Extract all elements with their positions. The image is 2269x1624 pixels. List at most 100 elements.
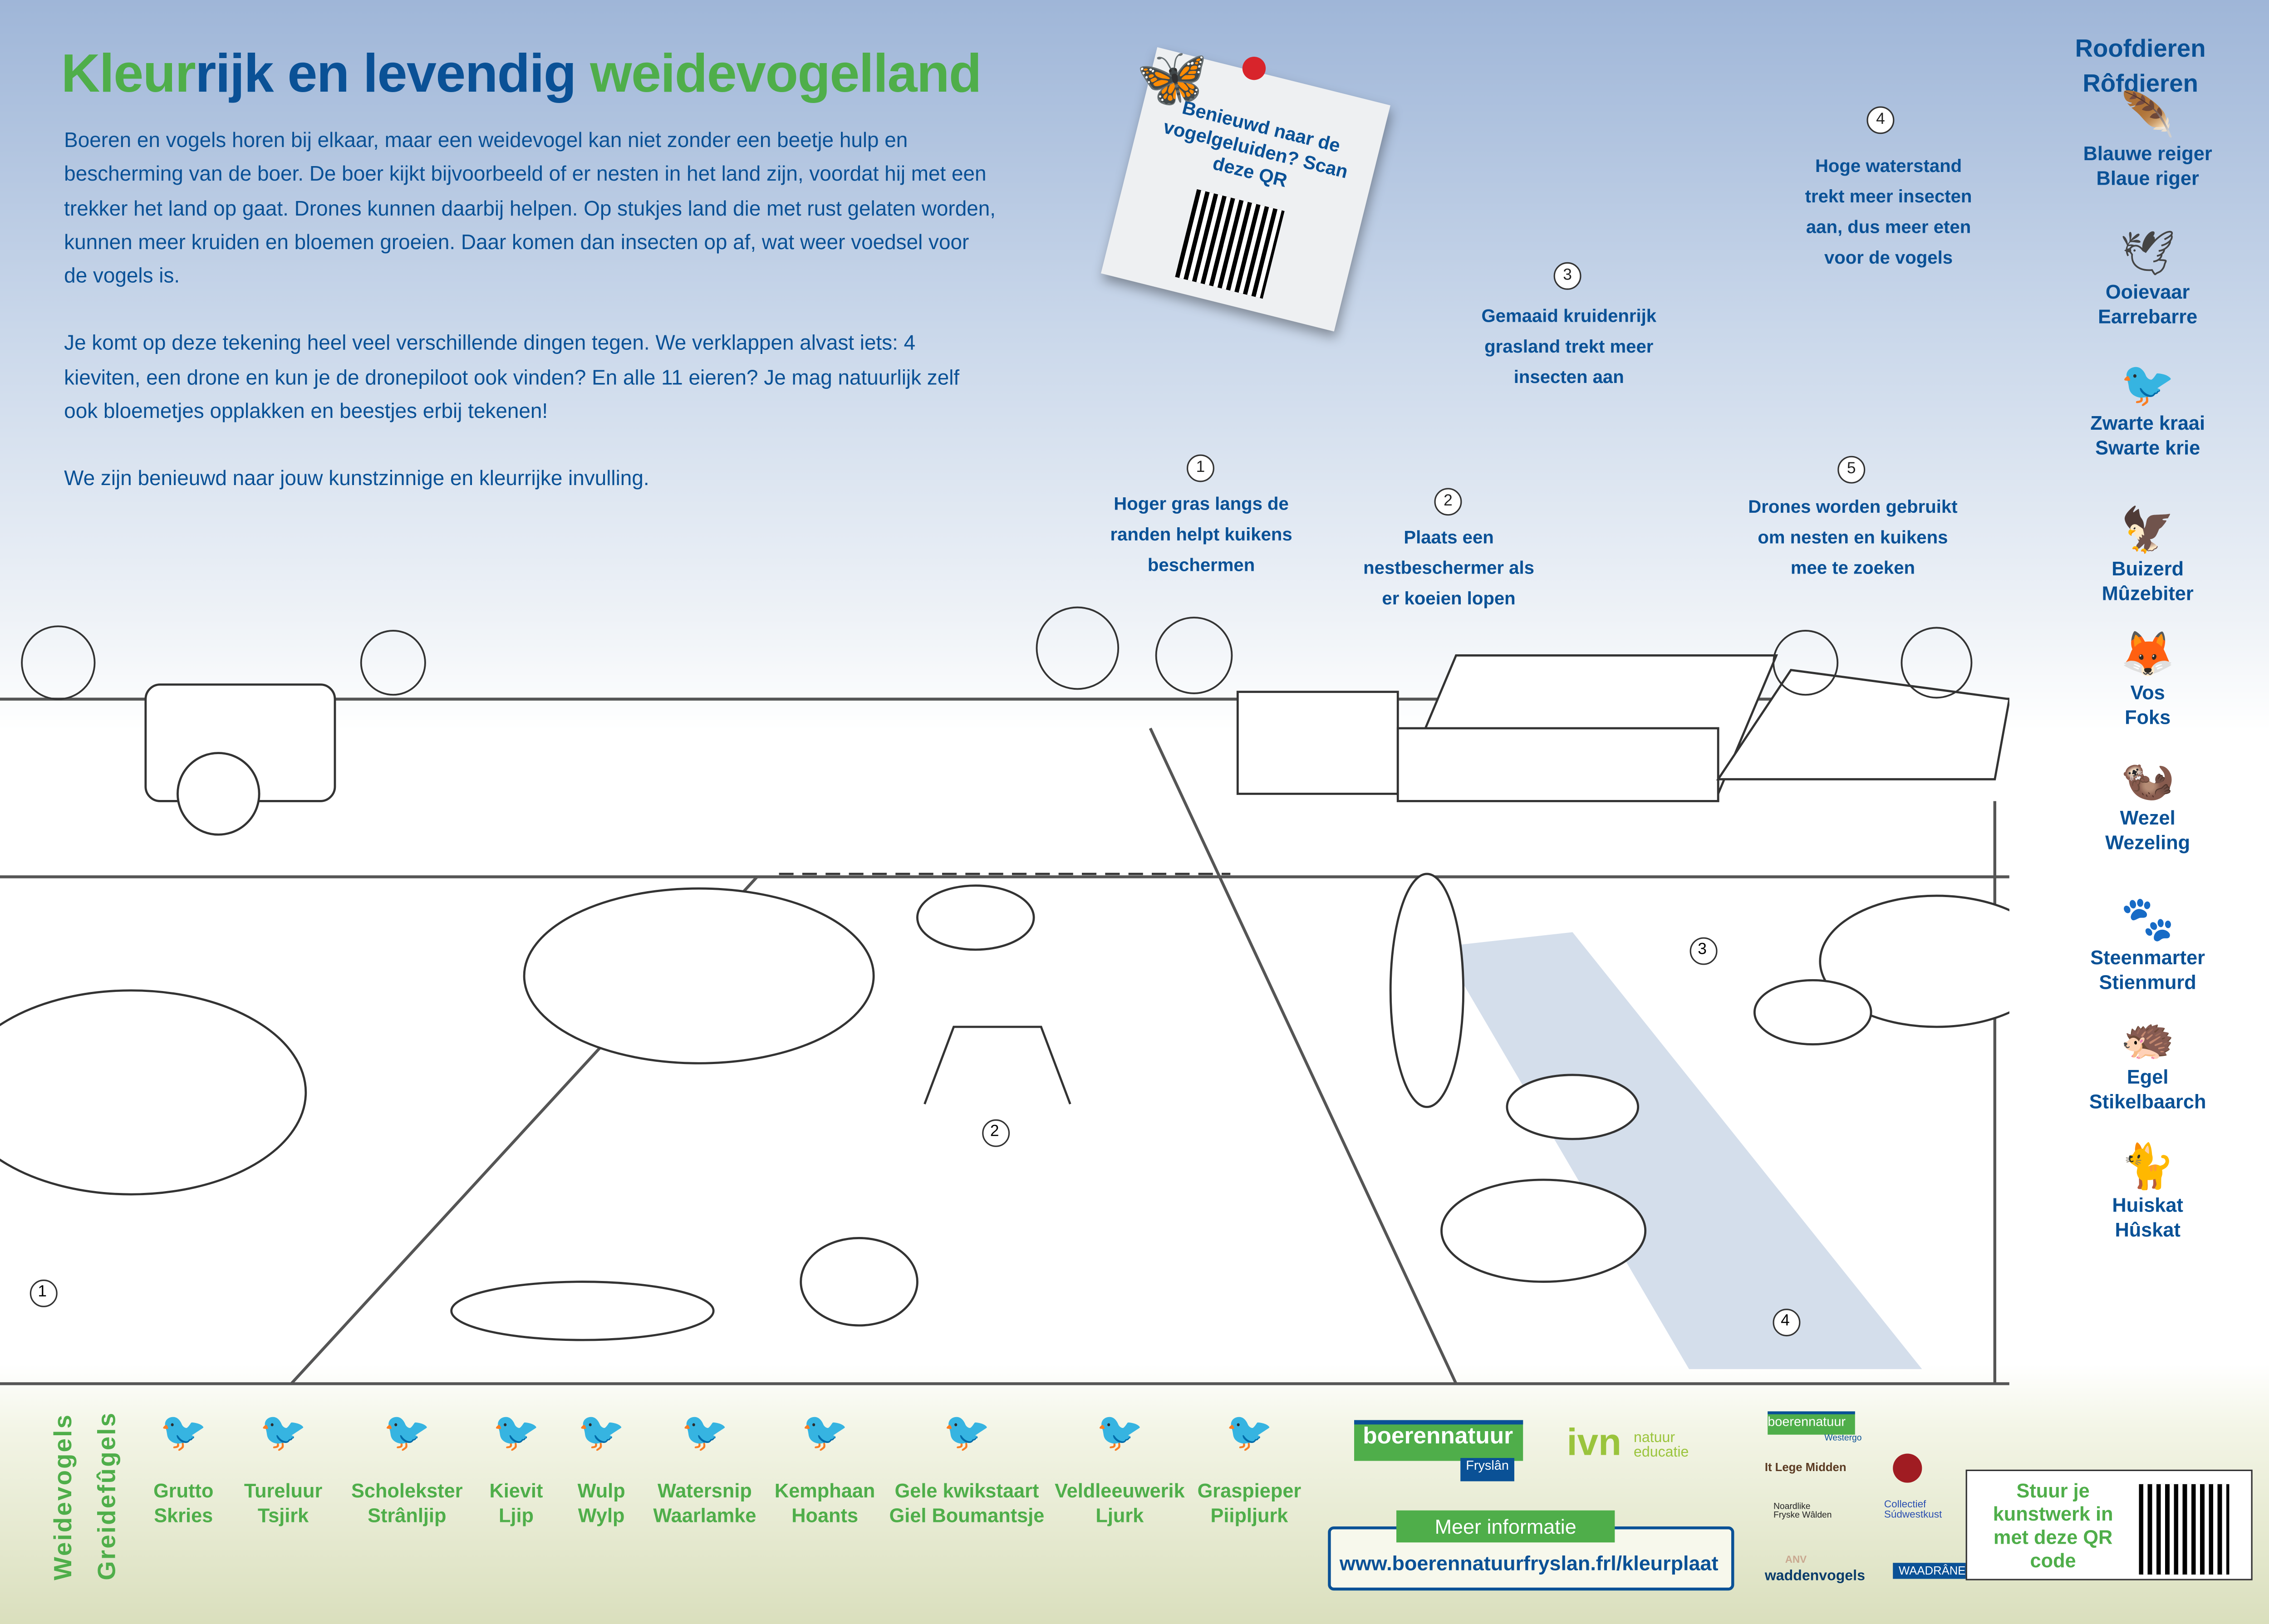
cow (1753, 979, 1872, 1045)
barn (1396, 727, 1719, 802)
label: Veldleeuwerik (1055, 1480, 1185, 1502)
label: Tsjirk (257, 1504, 309, 1526)
label: Strânljip (368, 1504, 447, 1526)
label: weidevogelland (590, 44, 982, 103)
label: Wylp (578, 1504, 625, 1526)
submit-artwork-text: Stuur je kunstwerk in met deze QR code (1993, 1480, 2113, 1572)
label: Vos (2130, 682, 2165, 704)
water-ditch (1441, 932, 1922, 1369)
tree (1036, 606, 1120, 690)
wagtail-icon: 🐦 (943, 1410, 991, 1454)
heron-icon: 🪶 (2120, 92, 2175, 140)
submit-qr-code[interactable] (2139, 1484, 2230, 1575)
label: Graspieper (1197, 1480, 1301, 1502)
more-info-label: Meer informatie (1396, 1510, 1615, 1543)
label: Wezeling (2105, 831, 2190, 854)
note-number: 4 (1866, 106, 1895, 134)
collectief-logo: Collectief Súdwestkust (1884, 1500, 1942, 1521)
fox-icon: 🦊 (2120, 630, 2175, 679)
predators-panel: Roofdieren Rôfdieren (2046, 32, 2235, 102)
tree (1773, 629, 1839, 696)
butterfly (800, 1237, 918, 1327)
tree (21, 625, 96, 700)
snipe-icon: 🐦 (681, 1410, 728, 1454)
boerennatuur-logo: boerennatuur (1354, 1420, 1523, 1461)
label: Kievit (489, 1480, 543, 1502)
elan-logo (1893, 1453, 1922, 1483)
pin-icon (1240, 54, 1268, 83)
scene-marker: 1 (38, 1283, 47, 1301)
marten-icon: 🐾 (2120, 896, 2175, 944)
godwit (0, 989, 307, 1196)
godwit-icon: 🐦 (160, 1410, 207, 1454)
submit-artwork-box: Stuur je kunstwerk in met deze QR code (1965, 1469, 2253, 1580)
intro-paragraph: We zijn benieuwd naar jouw kunstzinnige … (64, 468, 649, 491)
scene-marker: 3 (1698, 941, 1707, 959)
anv-logo: ANV (1785, 1555, 1807, 1566)
label: Ooievaar (2105, 281, 2190, 303)
label: Wulp (577, 1480, 625, 1502)
label: Watersnip (658, 1480, 752, 1502)
label: Swarte krie (2095, 437, 2200, 459)
more-info-link[interactable]: www.boerennatuurfryslan.frl/kleurplaat (1339, 1551, 1719, 1575)
boerennatuur-region: Fryslân (1460, 1458, 1514, 1482)
note-number: 3 (1553, 262, 1581, 290)
waadrane-logo: WAADRÂNE (1893, 1563, 1972, 1579)
nest-protector (923, 1025, 1071, 1104)
label: Skries (154, 1504, 213, 1526)
label: Piipljurk (1210, 1504, 1288, 1526)
label: Steenmarter (2090, 947, 2205, 969)
label: Egel (2127, 1066, 2169, 1088)
label: Blaue riger (2096, 167, 2199, 190)
label: Kleur (61, 44, 196, 103)
meadow-birds-heading: Weidevogels (49, 1413, 78, 1580)
label: Hûskat (2115, 1219, 2181, 1241)
label: Stikelbaarch (2089, 1091, 2206, 1113)
note-text: Hoger gras langs de randen helpt kuikens… (1110, 494, 1292, 575)
pipit-icon: 🐦 (1226, 1410, 1273, 1454)
farmhouse (1236, 691, 1399, 795)
note-text: Drones worden gebruikt om nesten en kuik… (1748, 496, 1958, 579)
label: Tureluur (244, 1480, 323, 1502)
label: Huiskat (2112, 1194, 2183, 1217)
bird-sounds-qr-code[interactable] (1175, 189, 1285, 299)
label: educatie (1634, 1445, 1689, 1461)
label: Kemphaan (774, 1480, 875, 1502)
cat-icon: 🐈 (2120, 1143, 2175, 1192)
ivn-logo: ivn (1567, 1420, 1622, 1464)
note-text: Gemaaid kruidenrijk grasland trekt meer … (1481, 306, 1657, 388)
wagtail (1440, 1178, 1647, 1283)
weasel (450, 1281, 715, 1341)
heron (1389, 873, 1465, 1108)
ruff-icon: 🐦 (801, 1410, 849, 1454)
weasel-icon: 🦦 (2120, 756, 2175, 804)
tree (1901, 627, 1973, 699)
label: Scholekster (351, 1480, 463, 1502)
duck (1506, 1074, 1640, 1140)
skylark-icon: 🐦 (1096, 1410, 1144, 1454)
ditch-line (1149, 727, 1458, 1384)
note-number: 1 (1187, 454, 1214, 482)
cow (1819, 894, 2009, 1028)
buzzard-icon: 🦅 (2120, 507, 2175, 555)
note-number: 2 (1434, 488, 1462, 516)
crow-icon: 🐦 (2120, 361, 2175, 409)
label: Wezel (2120, 807, 2176, 829)
lapwing-icon: 🐦 (492, 1410, 540, 1454)
